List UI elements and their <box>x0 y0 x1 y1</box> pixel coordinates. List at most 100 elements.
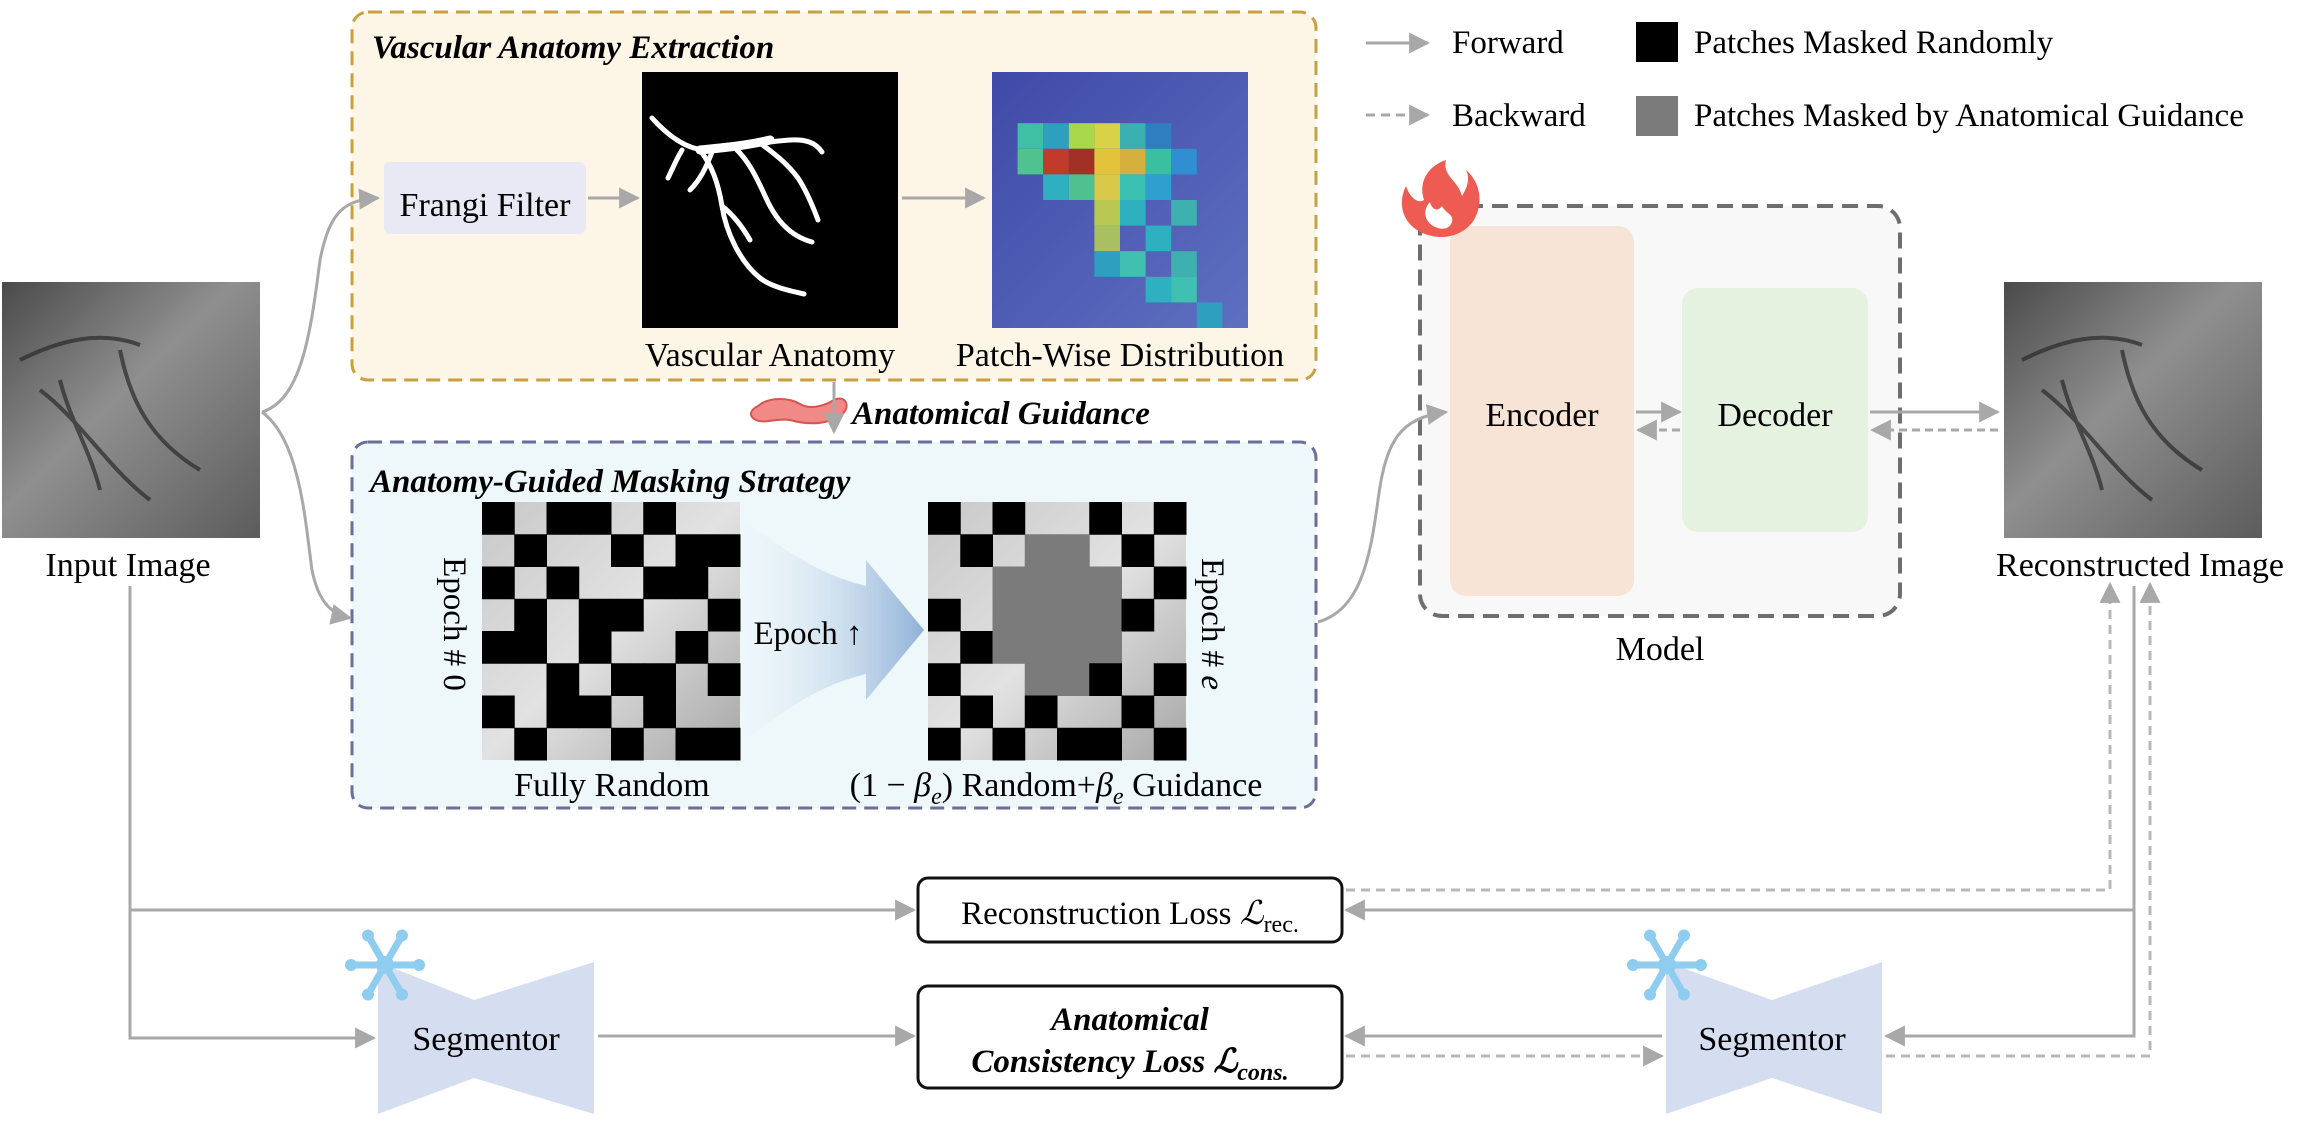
masked-patch <box>578 502 612 535</box>
masked-patch <box>1153 566 1187 600</box>
right-segmentor-backward-line <box>1886 581 2161 1058</box>
snowflake-tip <box>1644 929 1656 942</box>
masked-patch <box>643 566 676 600</box>
masked-patch <box>1089 502 1122 535</box>
masked-patch <box>1024 695 1058 729</box>
masked-patch <box>578 695 612 729</box>
heat-patch <box>1043 123 1069 149</box>
masked-patch <box>1089 727 1122 761</box>
masked-patch <box>514 631 547 664</box>
segmentor-right-label: Segmentor <box>1698 1021 1846 1058</box>
guided-masked-patch <box>1024 598 1058 632</box>
masked-patch <box>546 502 580 535</box>
heat-patch <box>1043 174 1069 200</box>
heat-patch <box>1068 148 1095 175</box>
heat-patch <box>1171 276 1197 303</box>
heat-patch <box>1068 174 1095 200</box>
heat-patch <box>1043 148 1069 175</box>
legend-backward-label: Backward <box>1452 98 1586 134</box>
input-to-masking-arrow <box>261 410 353 625</box>
heat-patch <box>1171 200 1197 226</box>
masked-patch <box>546 566 580 600</box>
vascular-anatomy-caption: Vascular Anatomy <box>645 337 895 374</box>
beta-subscript-2: e <box>1113 784 1124 810</box>
masked-patch <box>960 695 993 729</box>
masked-patch <box>992 502 1026 535</box>
patch-distribution-caption: Patch-Wise Distribution <box>956 337 1284 374</box>
snowflake-tip <box>362 988 374 1001</box>
consistency-loss: Anatomical Consistency Loss ℒcons. <box>916 984 1344 1090</box>
masked-patch <box>992 727 1026 761</box>
masked-patch <box>928 663 961 696</box>
masked-patch <box>928 727 961 761</box>
heat-patch <box>1120 148 1146 175</box>
reconstruction-loss-label: Reconstruction Loss ℒrec. <box>961 896 1299 938</box>
masked-patch <box>546 663 580 696</box>
encoder-label: Encoder <box>1485 397 1599 434</box>
segmentor-left-shape <box>378 962 594 1114</box>
legend-random-swatch <box>1636 22 1678 62</box>
masked-patch <box>675 631 709 664</box>
masked-patch <box>928 598 961 632</box>
masked-patch <box>675 566 709 600</box>
frangi-filter-box <box>384 162 586 234</box>
patch-distribution-image <box>992 72 1248 328</box>
beta-subscript: e <box>931 784 942 810</box>
masked-patch <box>675 727 709 761</box>
guided-caption-end: Guidance <box>1124 767 1263 804</box>
snowflake-tip <box>362 929 374 942</box>
masked-patch <box>707 598 741 632</box>
masking-to-encoder-arrow <box>1317 404 1449 624</box>
masked-patch <box>578 631 612 664</box>
output-to-rec-loss-line <box>1343 586 2136 921</box>
epoch-e-prefix: Epoch # <box>1194 558 1230 675</box>
guided-masked-patch <box>1024 534 1058 567</box>
masked-patch <box>928 502 961 535</box>
snowflake-tip <box>396 988 408 1001</box>
guided-caption-open: (1 − <box>850 767 915 804</box>
heat-patch <box>1094 251 1120 277</box>
heat-patch <box>1145 148 1172 175</box>
heat-patch <box>1094 200 1120 226</box>
guided-masked-patch <box>1089 631 1122 664</box>
masked-patch <box>578 598 612 632</box>
epoch-e-variable: e <box>1194 675 1230 690</box>
masked-patch <box>643 502 676 535</box>
masked-patch <box>1153 663 1187 696</box>
frangi-filter-label: Frangi Filter <box>400 187 572 224</box>
masked-patch <box>675 534 709 567</box>
snowflake-center <box>1658 956 1676 974</box>
guided-masked-patch <box>1057 566 1090 600</box>
heat-patch <box>1094 148 1120 175</box>
masked-patch <box>1089 663 1122 696</box>
guided-masked-patch <box>1024 631 1058 664</box>
legend-guided-label: Patches Masked by Anatomical Guidance <box>1694 98 2244 134</box>
masked-patch <box>482 502 515 535</box>
anatomical-guidance: Anatomical Guidance <box>750 382 1150 435</box>
masked-patch <box>1121 534 1155 567</box>
masked-patch <box>514 598 547 632</box>
masked-patch <box>643 695 676 729</box>
input-image-label: Input Image <box>45 547 210 584</box>
heat-patch <box>1171 148 1197 175</box>
snowflake-icon-left <box>345 929 425 1001</box>
guided-caption: (1 − βe) Random+βe Guidance <box>850 767 1263 810</box>
rec-loss-backward-line <box>1346 581 2121 892</box>
guided-masked-patch <box>1089 598 1122 632</box>
masked-patch <box>514 534 547 567</box>
guided-masked-patch <box>1024 663 1058 696</box>
guided-masked-patch <box>1089 566 1122 600</box>
masked-patch <box>643 663 676 696</box>
masked-patch <box>707 534 741 567</box>
reconstructed-image-label: Reconstructed Image <box>1996 547 2284 584</box>
heat-patch <box>1094 174 1120 200</box>
heat-patch <box>1171 251 1197 277</box>
fully-random-caption: Fully Random <box>514 767 710 804</box>
beta-symbol: β <box>913 767 931 804</box>
consistency-loss-text: Consistency Loss <box>971 1044 1213 1080</box>
snowflake-tip <box>1644 988 1656 1001</box>
legend-forward-label: Forward <box>1452 25 1564 61</box>
snowflake-tip <box>1695 959 1707 971</box>
snowflake-tip <box>396 929 408 942</box>
heat-patch <box>1145 174 1172 200</box>
